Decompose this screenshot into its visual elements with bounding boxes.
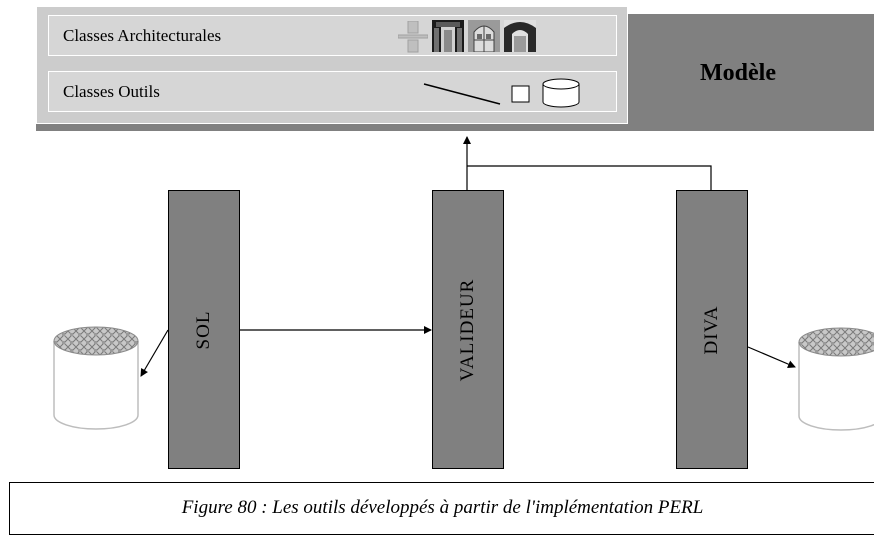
- valideur-label: VALIDEUR: [457, 278, 478, 381]
- pillar-icon[interactable]: [398, 21, 428, 53]
- tool-classes-row[interactable]: Classes Outils: [48, 71, 617, 112]
- diva-to-db-arrow: [747, 346, 796, 368]
- arch-icon[interactable]: [504, 20, 536, 52]
- line-icon[interactable]: [422, 82, 502, 106]
- valideur-box: VALIDEUR: [432, 190, 504, 469]
- sol-to-db-arrow: [140, 329, 169, 377]
- database-icon: [798, 327, 874, 431]
- diva-label: DIVA: [701, 304, 722, 355]
- sol-label: SOL: [193, 310, 214, 349]
- database-icon: [53, 326, 139, 430]
- window-icon[interactable]: [468, 20, 500, 52]
- sol-box: SOL: [168, 190, 240, 469]
- model-title: Modèle: [700, 60, 776, 86]
- diva-to-model-line: [467, 165, 712, 190]
- architectural-classes-row[interactable]: Classes Architecturales: [48, 15, 617, 56]
- class-palette: Classes Architecturales: [36, 6, 628, 124]
- diva-box: DIVA: [676, 190, 748, 469]
- door-icon[interactable]: [432, 20, 464, 52]
- rectangle-icon[interactable]: [510, 83, 532, 105]
- tool-classes-label: Classes Outils: [63, 82, 160, 101]
- figure-caption-box: Figure 80 : Les outils développés à part…: [9, 482, 874, 535]
- architectural-classes-label: Classes Architecturales: [63, 26, 222, 45]
- figure-caption: Figure 80 : Les outils développés à part…: [181, 497, 704, 518]
- cylinder-icon[interactable]: [541, 76, 581, 108]
